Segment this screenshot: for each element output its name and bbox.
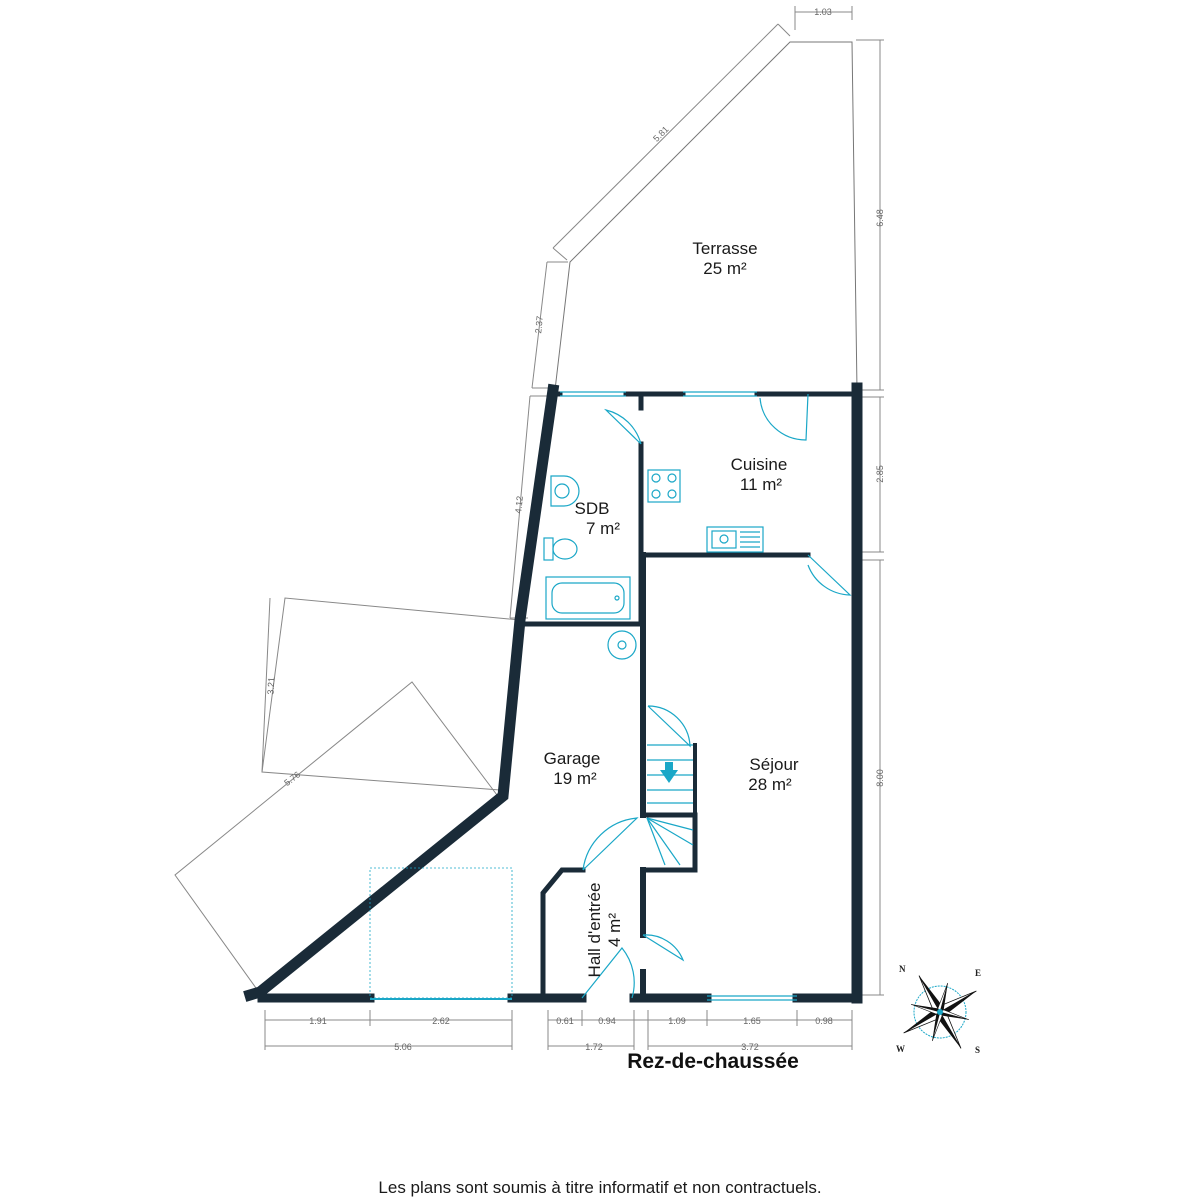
washbasin-icon <box>550 475 580 507</box>
kitchen-hob-icon <box>647 469 681 503</box>
dim-b2: 2.62 <box>432 1016 450 1026</box>
room-sejour-area: 28 m² <box>748 775 792 794</box>
dim-garage-door-h: 3.21 <box>266 677 277 695</box>
dim-b-hall: 1.72 <box>585 1042 603 1052</box>
dim-garage-door-diag: 5.76 <box>282 769 302 788</box>
compass-rose-icon: N E S W <box>896 964 981 1055</box>
room-terrasse-name: Terrasse <box>692 239 757 258</box>
room-sejour-name: Séjour <box>749 755 798 774</box>
room-garage-area: 19 m² <box>553 769 597 788</box>
walls <box>243 382 863 1004</box>
dim-b-garage: 5.06 <box>394 1042 412 1052</box>
dim-b5: 1.09 <box>668 1016 686 1026</box>
stair-arrow-icon <box>660 762 678 783</box>
dim-terrace-diag: 5.81 <box>651 124 670 143</box>
staircase <box>646 744 694 866</box>
doors <box>581 393 852 999</box>
dim-terrace-left: 2.37 <box>533 315 545 333</box>
dimension-labels: 1.03 5.81 6.48 2.37 4.12 2.85 3.21 5.76 … <box>266 7 885 1052</box>
dim-top: 1.03 <box>814 7 832 17</box>
dim-sdb-left: 4.12 <box>513 495 525 513</box>
dim-b7: 0.98 <box>815 1016 833 1026</box>
windows <box>370 391 797 1001</box>
dim-b4: 0.94 <box>598 1016 616 1026</box>
terrace-outline <box>554 41 858 391</box>
toilet-icon <box>543 537 578 561</box>
dim-b1: 1.91 <box>309 1016 327 1026</box>
room-cuisine-area: 11 m² <box>740 475 783 494</box>
compass-e: E <box>975 968 981 978</box>
compass-s: S <box>975 1045 980 1055</box>
room-sdb-name: SDB <box>575 499 610 518</box>
floor-title: Rez-de-chaussée <box>627 1050 799 1073</box>
dimension-lines <box>174 6 884 1050</box>
dim-sejour-right: 8.00 <box>875 769 885 787</box>
kitchen-sink-icon <box>706 526 764 553</box>
room-garage-name: Garage <box>544 749 601 768</box>
room-labels: Terrasse 25 m² Cuisine 11 m² SDB 7 m² Ga… <box>544 239 799 977</box>
bathtub-icon <box>545 576 631 620</box>
room-hall-name: Hall d'entrée <box>585 883 604 978</box>
compass-n: N <box>899 964 906 974</box>
dim-kitchen-right: 2.85 <box>875 465 885 483</box>
room-cuisine-name: Cuisine <box>731 455 788 474</box>
garage-basin-icon <box>607 630 637 660</box>
dim-b6: 1.65 <box>743 1016 761 1026</box>
dim-b-sejour: 3.72 <box>741 1042 759 1052</box>
room-terrasse-area: 25 m² <box>703 259 747 278</box>
room-sdb-area: 7 m² <box>586 519 620 538</box>
dim-terrace-right: 6.48 <box>875 209 885 227</box>
compass-w: W <box>896 1044 905 1054</box>
room-hall-area: 4 m² <box>605 913 624 947</box>
disclaimer-text: Les plans sont soumis à titre informatif… <box>378 1178 822 1197</box>
dim-b3: 0.61 <box>556 1016 574 1026</box>
